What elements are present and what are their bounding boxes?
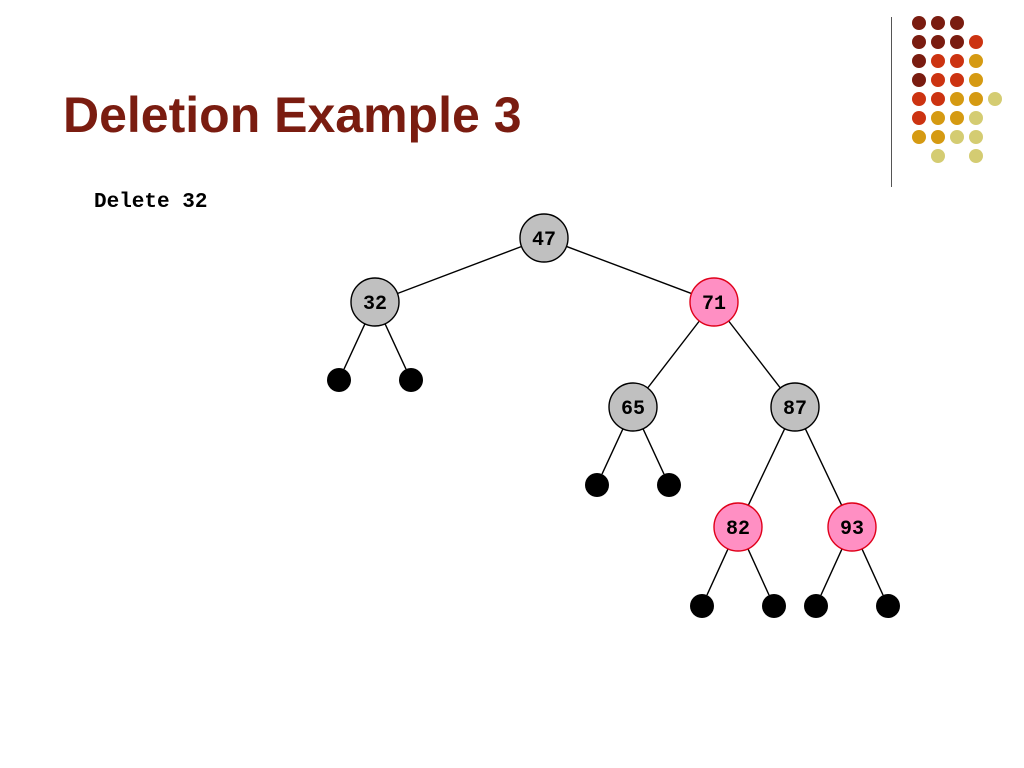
decorative-dot [969,149,983,163]
red-node-circle [713,502,763,552]
black-node-circle [608,382,658,432]
decorative-dot [931,130,945,144]
nil-leaf-edge [706,548,729,596]
node-label: 82 [726,518,750,541]
tree-node-32: 32 [350,277,400,327]
black-node-circle [770,382,820,432]
decorative-dot [969,111,983,125]
node-label: 93 [840,518,864,541]
decorative-dot-grid [912,16,1002,163]
decorative-dot [969,54,983,68]
nil-leaf-n32-left [327,368,351,392]
tree-node-71: 71 [689,277,739,327]
node-label: 47 [532,229,556,252]
decorative-dot [931,149,945,163]
nil-leaves [327,368,900,618]
tree-edge-n47-n71 [566,245,692,295]
decorative-dot [950,35,964,49]
slide-subtitle: Delete 32 [94,191,208,214]
tree-nodes: 47 32 71 65 87 82 93 [350,213,877,552]
decorative-dot [969,130,983,144]
decorative-dot [988,92,1002,106]
decorative-dot [912,130,926,144]
tree-edge-n71-n65 [647,320,700,389]
tree-node-65: 65 [608,382,658,432]
decorative-dot [931,92,945,106]
nil-leaf-edge [820,548,843,596]
black-node-circle [350,277,400,327]
decorative-dot [931,35,945,49]
tree-node-93: 93 [827,502,877,552]
decorative-dot [912,16,926,30]
tree-edge-n71-n87 [728,320,781,389]
black-node-circle [519,213,569,263]
decorative-dot [950,73,964,87]
nil-leaf-edge [642,428,665,475]
nil-leaf-n82-left [690,594,714,618]
tree-node-82: 82 [713,502,763,552]
nil-leaf-n65-right [657,473,681,497]
tree-edge-n87-n93 [804,428,843,506]
tree-node-87: 87 [770,382,820,432]
node-label: 32 [363,293,387,316]
decorative-dot [969,73,983,87]
decorative-dot [931,16,945,30]
decorative-dot [912,92,926,106]
decorative-dot [931,73,945,87]
tree-edges [343,245,884,596]
tree-edge-n47-n32 [397,245,522,295]
nil-leaf-edge [384,323,407,370]
decorative-dot [950,54,964,68]
decorative-dot [931,111,945,125]
red-node-circle [827,502,877,552]
nil-leaf-n93-right [876,594,900,618]
decorative-dot [950,16,964,30]
slide-title: Deletion Example 3 [63,87,522,143]
tree-node-47: 47 [519,213,569,263]
node-label: 87 [783,398,807,421]
nil-leaf-n65-left [585,473,609,497]
decorative-dot [912,35,926,49]
nil-leaf-edge [747,548,770,596]
nil-leaf-edge [601,428,624,475]
decorative-dot [950,111,964,125]
nil-leaf-n93-left [804,594,828,618]
decorative-dot [912,111,926,125]
decorative-dot [912,54,926,68]
node-label: 65 [621,398,645,421]
decorative-dot [912,73,926,87]
decorative-divider [891,17,892,187]
decorative-dot [969,35,983,49]
decorative-dot [931,54,945,68]
nil-leaf-edge [343,323,366,370]
nil-leaf-edge [861,548,884,596]
nil-leaf-n32-right [399,368,423,392]
red-node-circle [689,277,739,327]
tree-edge-n87-n82 [747,428,786,506]
decorative-dot [969,92,983,106]
decorative-dot [950,130,964,144]
decorative-dot [950,92,964,106]
nil-leaf-n82-right [762,594,786,618]
node-label: 71 [702,293,726,316]
